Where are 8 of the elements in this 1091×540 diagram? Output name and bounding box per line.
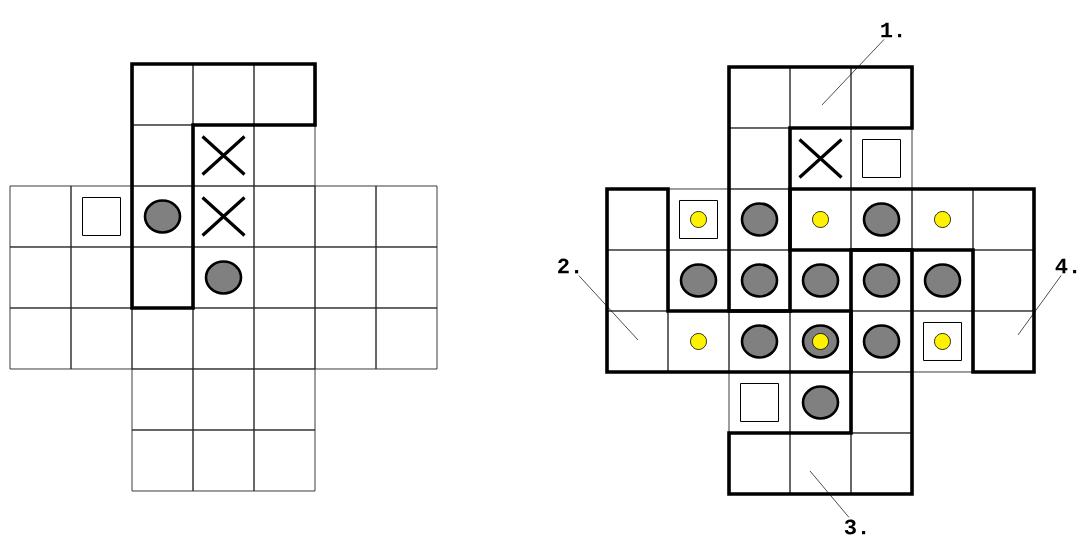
callout-number: 3. (844, 519, 866, 535)
leader-line (821, 39, 885, 106)
callout-number: 4. (1055, 258, 1077, 274)
callout-number: 1. (881, 22, 902, 38)
callout-number: 2. (558, 258, 579, 274)
leader-line (809, 470, 850, 518)
leader-line (578, 275, 639, 341)
leader-line (1017, 275, 1062, 336)
